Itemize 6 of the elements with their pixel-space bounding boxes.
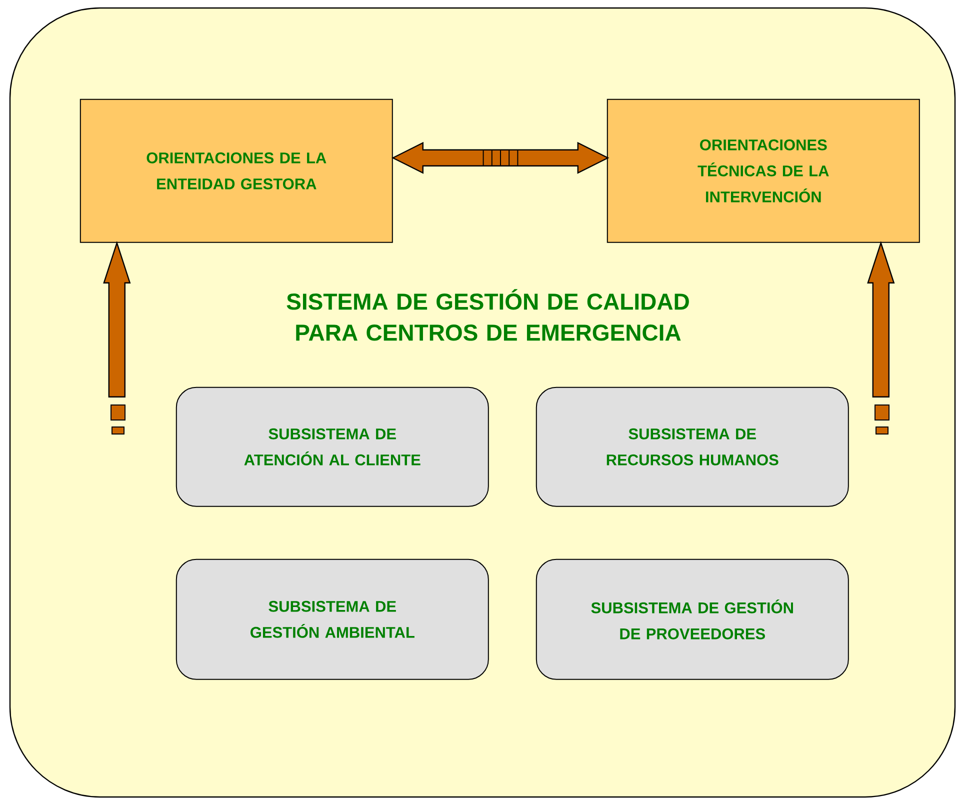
subsystem-box: SUBSISTEMA DE RECURSOS HUMANOS <box>536 386 849 507</box>
subsystem-box: SUBSISTEMA DE GESTIÓN DE PROVEEDORES <box>536 558 849 680</box>
subsystem-box: SUBSISTEMA DE ATENCIÓN AL CLIENTE <box>176 386 489 507</box>
subsystem-box: SUBSISTEMA DE GESTIÓN AMBIENTAL <box>176 558 489 680</box>
orientation-box: ORIENTACIONES DE LA ENTEIDAD GESTORA <box>80 98 393 243</box>
orientation-box: ORIENTACIONES TÉCNICAS DE LA INTERVENCIÓN <box>606 98 920 243</box>
